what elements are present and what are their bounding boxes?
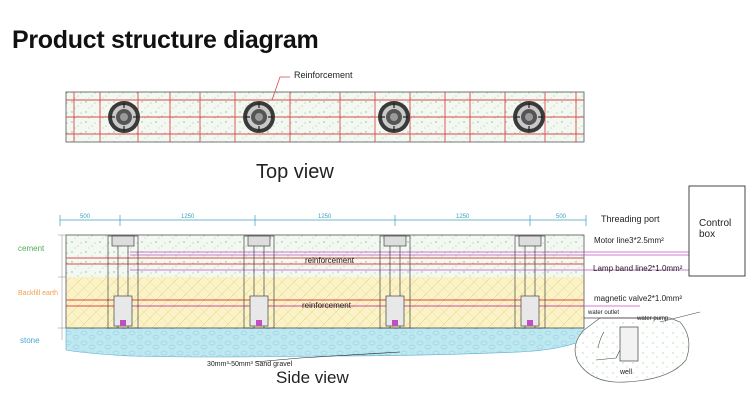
well-pump-unit — [619, 326, 639, 362]
threading-port-label: Threading port — [601, 214, 660, 224]
page-title: Product structure diagram — [12, 26, 319, 54]
dimension-2: 1250 — [181, 214, 195, 220]
control-box-label: Control box — [699, 218, 732, 240]
dimension-5: 500 — [556, 214, 567, 220]
nozzle-top-1 — [108, 101, 140, 133]
water-outlet-label: water outlet — [588, 310, 620, 316]
nozzle-top-2 — [243, 101, 275, 133]
top-view-nozzles — [108, 101, 545, 133]
well-label: well — [620, 369, 633, 376]
magnetic-valve-label: magnetic valve2*1.0mm² — [594, 294, 683, 303]
pump-side-1 — [107, 235, 139, 329]
pump-side-3 — [379, 235, 411, 329]
side-view-pumps — [107, 235, 546, 329]
top-reinforcement-label: Reinforcement — [294, 70, 353, 80]
layer-stone-label: stone — [20, 336, 40, 345]
side-dimension-line — [59, 215, 587, 226]
pump-side-2 — [243, 235, 275, 329]
side-view-section — [58, 234, 700, 358]
layer-backfill-label: Backfill earth — [18, 290, 59, 297]
side-view-label: Side view — [276, 368, 349, 387]
motor-line-label: Motor line3*2.5mm² — [594, 236, 664, 245]
top-view-plan — [65, 76, 585, 143]
dimension-1: 500 — [80, 214, 91, 220]
water-pump-label: water pump — [637, 316, 669, 322]
gravel-note: 30mm³-50mm³ Sand gravel — [207, 361, 293, 368]
control-box — [688, 185, 746, 277]
side-reinforcement-upper-label: reinforcement — [305, 256, 354, 265]
top-view-label: Top view — [256, 161, 334, 183]
nozzle-top-3 — [378, 101, 410, 133]
nozzle-top-4 — [513, 101, 545, 133]
pump-side-4 — [514, 235, 546, 329]
layer-cement-label: cement — [18, 244, 45, 253]
dimension-4: 1250 — [456, 214, 470, 220]
gravel-leader — [254, 351, 401, 363]
dimension-3: 1250 — [318, 214, 332, 220]
lamp-band-line-label: Lamp band line2*1.0mm² — [593, 264, 683, 273]
well — [574, 311, 701, 383]
side-reinforcement-lower-label: reinforcement — [302, 301, 351, 310]
